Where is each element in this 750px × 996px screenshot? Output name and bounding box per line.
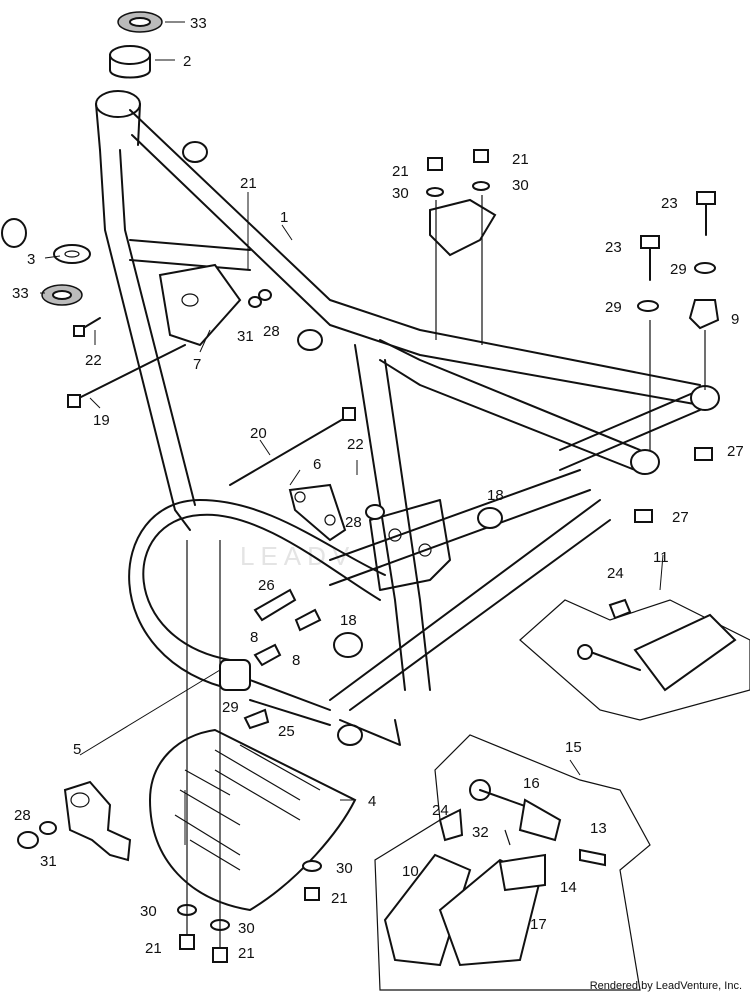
callout-30: 30 xyxy=(512,177,529,194)
callout-15: 15 xyxy=(565,739,582,756)
watermark: LEADV xyxy=(240,541,355,571)
callout-27: 27 xyxy=(672,509,689,526)
callout-25: 25 xyxy=(278,723,295,740)
steering-bearing-parts xyxy=(1,11,208,306)
callout-21: 21 xyxy=(145,940,162,957)
callout-18: 18 xyxy=(487,487,504,504)
callout-19: 19 xyxy=(93,412,110,429)
leader-lines xyxy=(40,21,664,845)
rear-fasteners xyxy=(634,191,720,523)
callout-20: 20 xyxy=(250,425,267,442)
footrest-group-11 xyxy=(519,598,750,721)
callout-11: 11 xyxy=(653,549,669,566)
bracket-5 xyxy=(63,780,132,862)
callout-22: 22 xyxy=(85,352,102,369)
callout-33: 33 xyxy=(190,15,207,32)
callout-30: 30 xyxy=(140,903,157,920)
callout-28: 28 xyxy=(14,807,31,824)
bracket-6 xyxy=(288,483,347,542)
callout-2: 2 xyxy=(183,53,191,70)
callout-1: 1 xyxy=(280,209,288,226)
bottom-fasteners xyxy=(177,540,322,963)
left-washers xyxy=(17,289,385,849)
callout-27: 27 xyxy=(727,443,744,460)
callout-8: 8 xyxy=(292,652,300,669)
callout-22: 22 xyxy=(347,436,364,453)
callout-labels: 33 2 3 33 22 19 7 31 28 21 1 20 6 22 28 … xyxy=(12,15,744,962)
callout-13: 13 xyxy=(590,820,607,837)
callout-16: 16 xyxy=(523,775,540,792)
skid-plate xyxy=(148,728,357,912)
callout-29: 29 xyxy=(670,261,687,278)
callout-17: 17 xyxy=(530,916,547,933)
callout-3: 3 xyxy=(27,251,35,268)
callout-9: 9 xyxy=(731,311,739,328)
callout-31: 31 xyxy=(40,853,57,870)
callout-4: 4 xyxy=(368,793,376,810)
callout-24: 24 xyxy=(607,565,624,582)
callout-14: 14 xyxy=(560,879,577,896)
callout-30: 30 xyxy=(392,185,409,202)
callout-21: 21 xyxy=(238,945,255,962)
frame xyxy=(95,90,720,746)
callout-21: 21 xyxy=(392,163,409,180)
callout-21: 21 xyxy=(240,175,257,192)
lower-cradle xyxy=(128,499,386,726)
callout-29: 29 xyxy=(222,699,239,716)
callout-30: 30 xyxy=(336,860,353,877)
seat-bracket xyxy=(426,149,497,345)
callout-24: 24 xyxy=(432,802,449,819)
callout-26: 26 xyxy=(258,577,275,594)
callout-6: 6 xyxy=(313,456,321,473)
rubber-mounts xyxy=(333,507,503,658)
footrest-group-15 xyxy=(374,734,651,991)
callout-23: 23 xyxy=(605,239,622,256)
callout-31: 31 xyxy=(237,328,254,345)
callout-32: 32 xyxy=(472,824,489,841)
callout-5: 5 xyxy=(73,741,81,758)
long-bolts xyxy=(67,317,356,486)
callout-10: 10 xyxy=(402,863,419,880)
callout-28: 28 xyxy=(263,323,280,340)
callout-7: 7 xyxy=(193,356,201,373)
callout-29: 29 xyxy=(605,299,622,316)
pins xyxy=(243,588,322,730)
bracket-7 xyxy=(158,263,242,347)
callout-33: 33 xyxy=(12,285,29,302)
callout-30: 30 xyxy=(238,920,255,937)
callout-18: 18 xyxy=(340,612,357,629)
callout-28: 28 xyxy=(345,514,362,531)
callout-8: 8 xyxy=(250,629,258,646)
callout-21: 21 xyxy=(331,890,348,907)
credit-text: Rendered by LeadVenture, Inc. xyxy=(589,980,742,992)
callout-21: 21 xyxy=(512,151,529,168)
callout-23: 23 xyxy=(661,195,678,212)
